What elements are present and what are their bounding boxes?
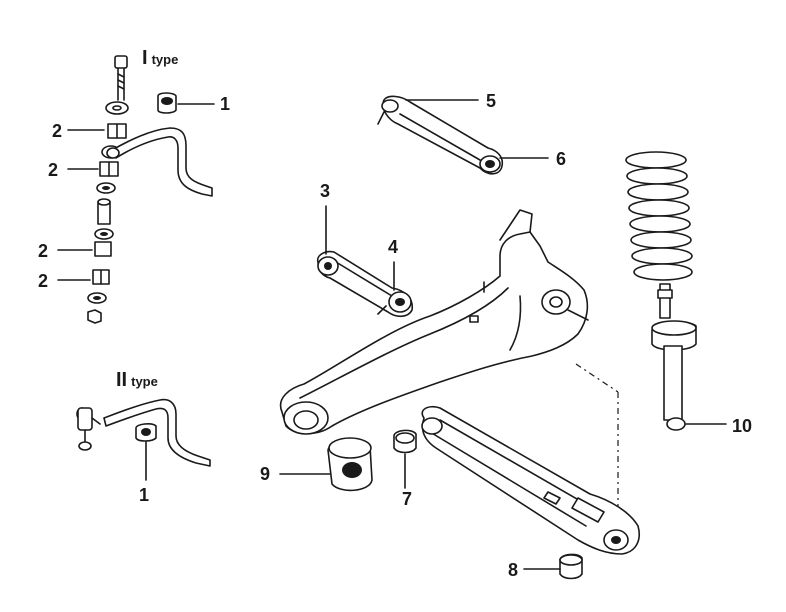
callout-4: 4 (388, 237, 399, 257)
coil-spring (625, 151, 693, 281)
lateral-rod (316, 205, 414, 318)
callout-7: 7 (402, 489, 413, 509)
callout-2-d: 2 (38, 271, 49, 291)
part-8-bushing (523, 553, 583, 580)
callout-1-bottom: 1 (139, 485, 150, 505)
part-9-bushing (279, 437, 373, 492)
part-7-bushing (393, 429, 417, 489)
callout-1-top: 1 (220, 94, 231, 114)
shock-absorber (651, 283, 727, 431)
callout-3: 3 (320, 181, 331, 201)
lower-control-arm (421, 405, 640, 555)
callout-8: 8 (508, 560, 519, 580)
callout-10: 10 (732, 416, 753, 436)
callout-5: 5 (486, 91, 497, 111)
type-one-suffix: type (151, 52, 179, 67)
type-one-roman: I (142, 47, 148, 69)
type-two-roman: II (116, 369, 128, 391)
type-one-stabilizer-bar (106, 127, 213, 197)
type-two-suffix: type (131, 374, 158, 389)
type-two-stabilizer-assembly (76, 398, 211, 481)
type-one-link-stack (87, 55, 129, 324)
part-2-leader-lines (57, 129, 105, 281)
callout-9: 9 (260, 464, 271, 484)
callout-2-b: 2 (48, 160, 59, 180)
trailing-arm (279, 209, 619, 512)
callout-2-c: 2 (38, 241, 49, 261)
callout-2-a: 2 (52, 121, 63, 141)
callout-6: 6 (556, 149, 567, 169)
upper-control-arm (377, 95, 549, 175)
part-1-bushing-top (157, 92, 215, 114)
